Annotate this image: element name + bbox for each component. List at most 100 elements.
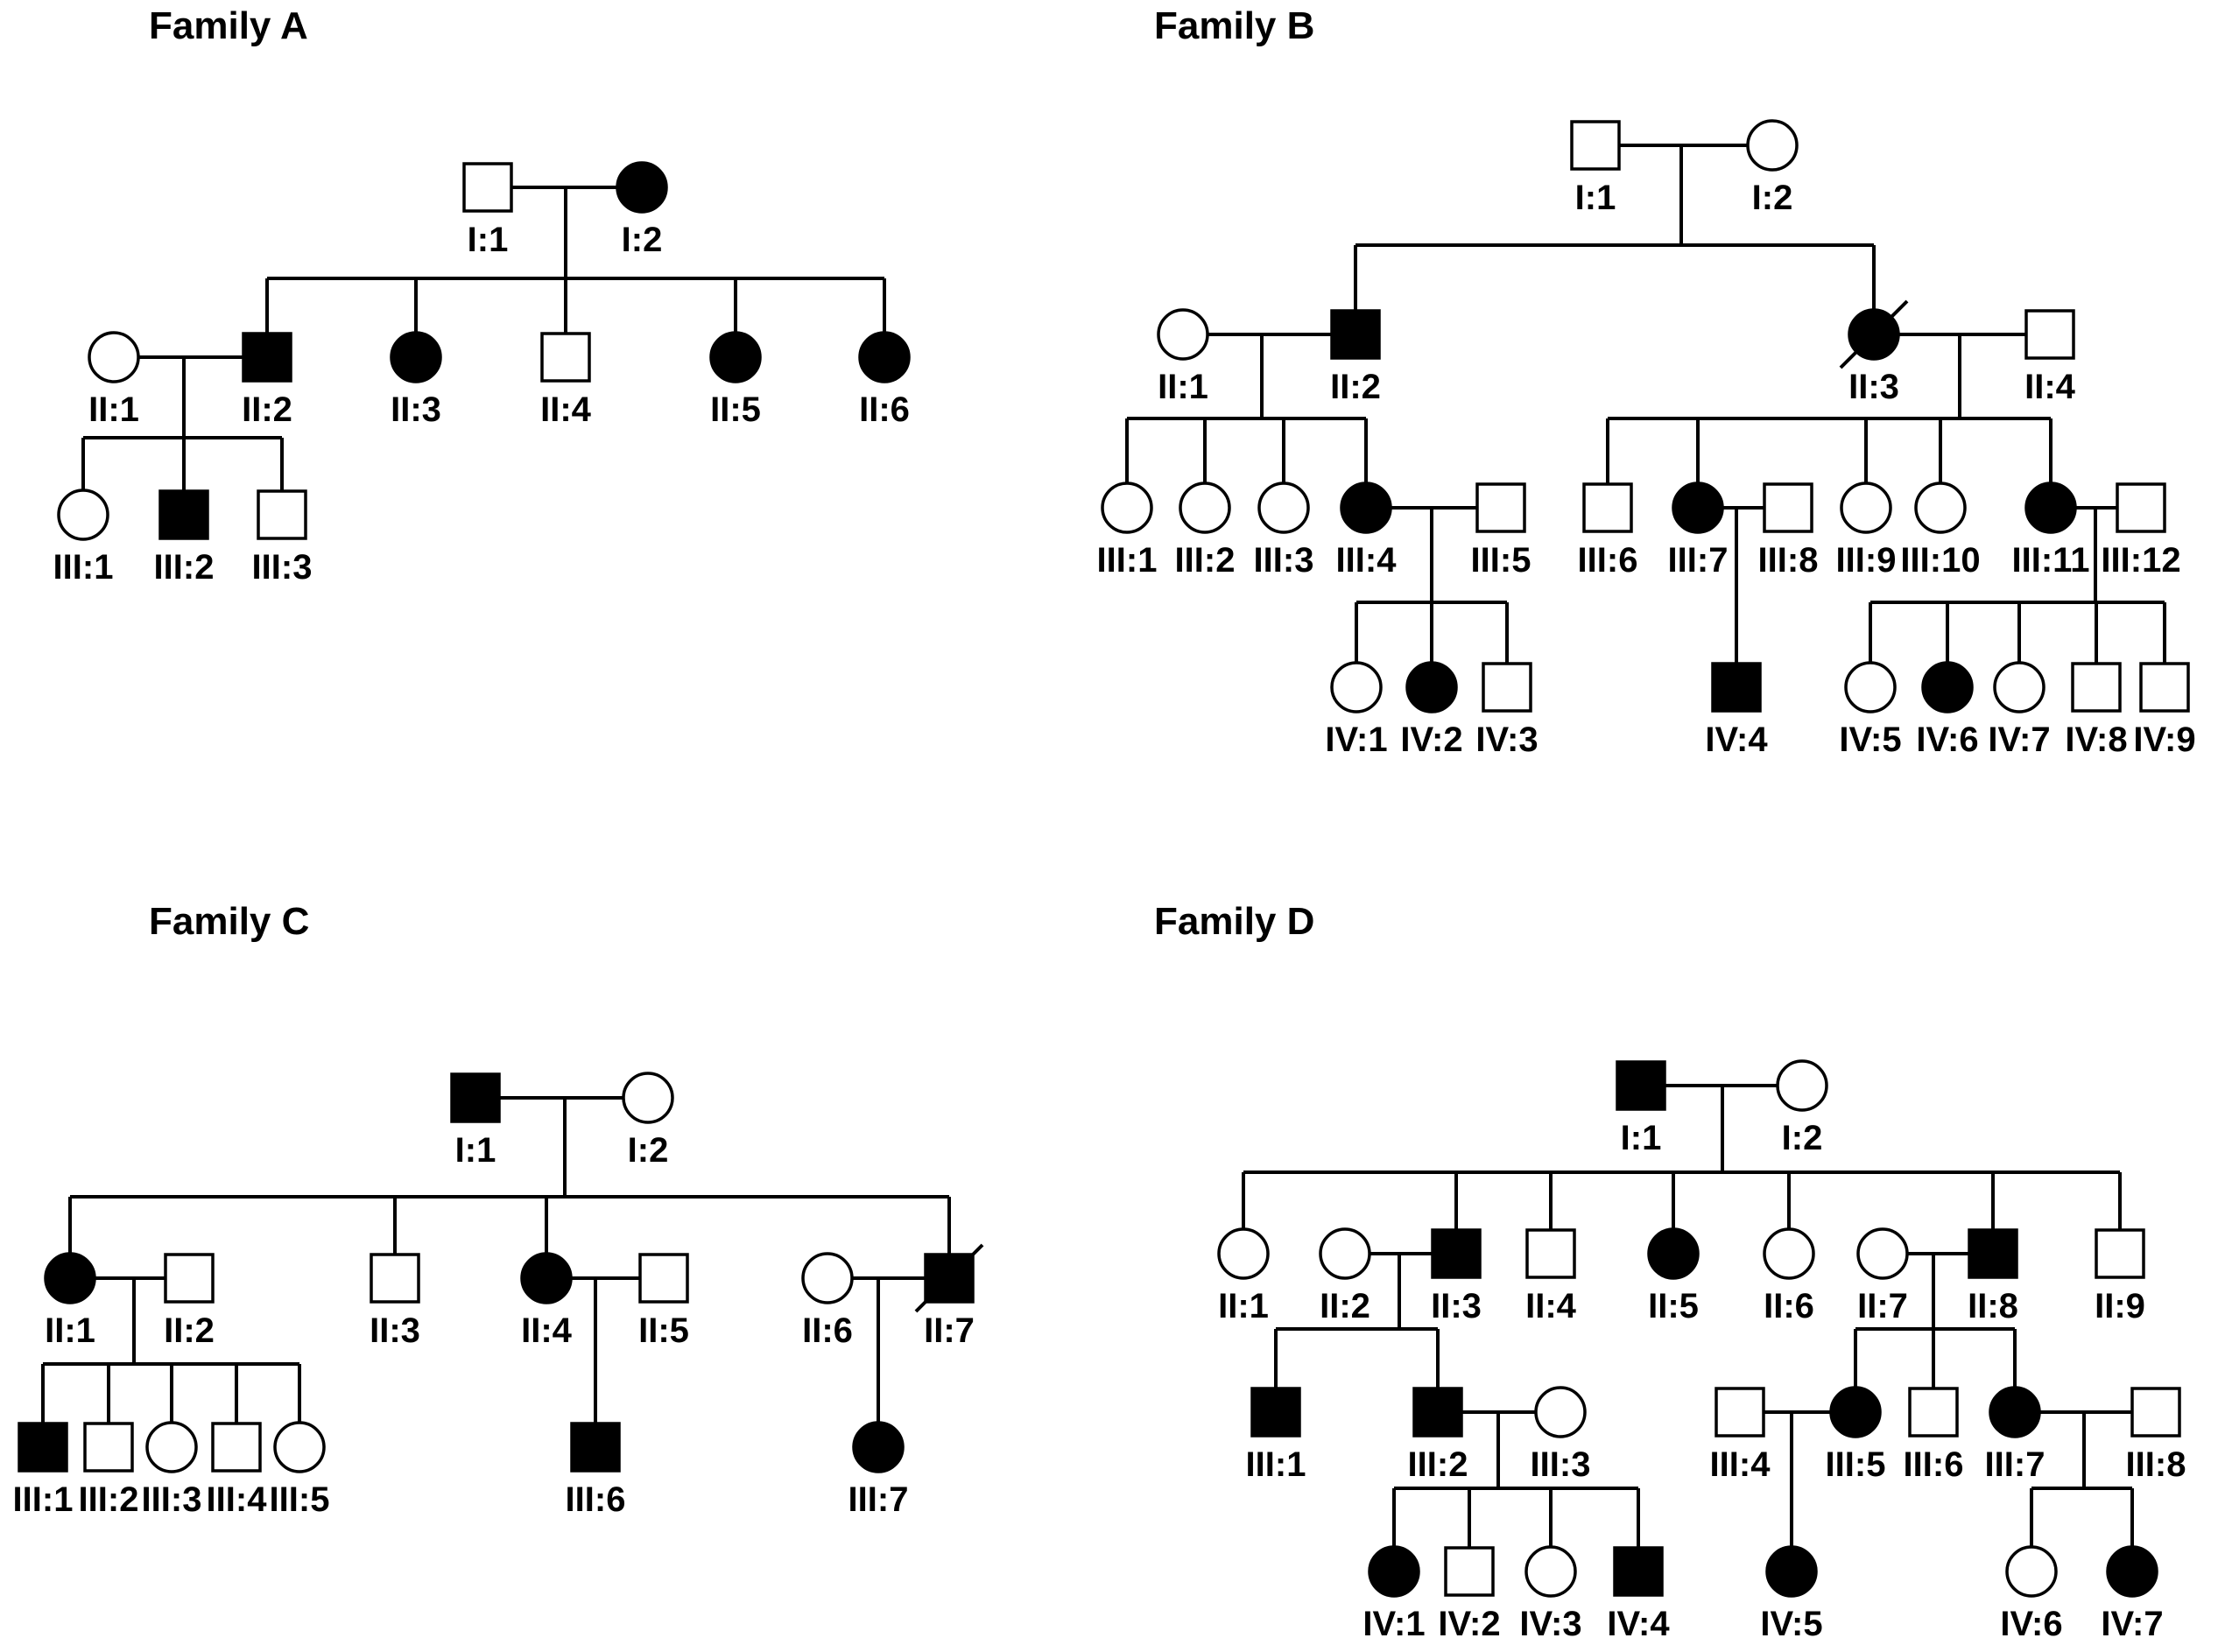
affected-male-square (1711, 662, 1762, 713)
unaffected-female-circle (801, 1252, 854, 1304)
family-d-member-ii-8: II:8 (1968, 1228, 2018, 1325)
member-label: II:1 (45, 1311, 95, 1350)
unaffected-female-circle (1763, 1227, 1815, 1280)
family-b-member-iii-1: III:1 (1097, 482, 1158, 580)
member-label: I:1 (455, 1131, 496, 1170)
family-d-member-ii-4: II:4 (1525, 1228, 1577, 1325)
family-b-member-ii-4: II:4 (2024, 309, 2076, 406)
family-d-member-iii-5: III:5 (1826, 1386, 1886, 1484)
affected-male-square (1431, 1228, 1482, 1279)
unaffected-male-square (2095, 1228, 2145, 1279)
member-label: IV:5 (1760, 1605, 1822, 1643)
family-d-member-iv-7: IV:7 (2101, 1545, 2164, 1643)
affected-female-circle (1672, 482, 1724, 534)
member-label: II:5 (1648, 1287, 1699, 1325)
family-b-title: Family B (1154, 4, 1314, 47)
member-label: III:4 (1710, 1445, 1771, 1484)
family-a-member-ii-5: II:5 (709, 331, 762, 429)
unaffected-female-circle (145, 1421, 198, 1473)
member-label: III:1 (1097, 541, 1158, 580)
family-a-member-iii-3: III:3 (252, 489, 313, 587)
family-c-member-ii-2: II:2 (164, 1253, 215, 1350)
unaffected-female-circle (2005, 1545, 2058, 1598)
member-label: I:2 (628, 1131, 669, 1170)
family-b-member-iv-7: IV:7 (1988, 661, 2051, 759)
family-b-member-iv-1: IV:1 (1325, 661, 1388, 759)
member-label: IV:1 (1362, 1605, 1425, 1643)
member-label: II:4 (2024, 368, 2076, 406)
family-b-member-ii-2: II:2 (1330, 309, 1381, 406)
member-label: I:2 (1752, 179, 1793, 217)
family-a-member-ii-6: II:6 (858, 331, 911, 429)
unaffected-female-circle (1217, 1227, 1270, 1280)
affected-female-circle (1829, 1386, 1882, 1438)
unaffected-male-square (257, 489, 307, 540)
family-d-member-ii-6: II:6 (1763, 1227, 1815, 1325)
member-label: III:7 (1985, 1445, 2045, 1484)
affected-female-circle (520, 1252, 573, 1304)
affected-male-square (158, 489, 209, 540)
family-c-member-ii-3: II:3 (370, 1253, 420, 1350)
unaffected-female-circle (1319, 1227, 1371, 1280)
family-c-member-ii-1: II:1 (44, 1252, 96, 1350)
affected-female-circle (2106, 1545, 2158, 1598)
member-label: II:1 (1218, 1287, 1269, 1325)
member-label: II:7 (1857, 1287, 1908, 1325)
member-label: IV:8 (2065, 721, 2127, 759)
member-label: III:11 (2012, 541, 2090, 580)
unaffected-male-square (1908, 1387, 1959, 1438)
member-label: III:5 (1471, 541, 1531, 580)
family-d-member-iii-8: III:8 (2126, 1387, 2186, 1484)
member-label: III:3 (1254, 541, 1314, 580)
member-label: IV:1 (1325, 721, 1387, 759)
family-c-member-iii-2: III:2 (79, 1422, 138, 1519)
member-label: III:2 (154, 548, 215, 587)
member-label: IV:4 (1607, 1605, 1670, 1643)
member-label: III:7 (848, 1480, 909, 1519)
affected-male-square (1412, 1387, 1463, 1438)
unaffected-male-square (211, 1422, 262, 1473)
family-d-member-i-2: I:2 (1776, 1059, 1828, 1157)
family-d-member-iv-4: IV:4 (1607, 1546, 1670, 1643)
member-label: II:8 (1968, 1287, 2018, 1325)
member-label: I:2 (1782, 1119, 1823, 1157)
unaffected-male-square (540, 332, 591, 383)
member-label: IV:3 (1519, 1605, 1581, 1643)
member-label: III:5 (1826, 1445, 1886, 1484)
family-b-member-iii-11: III:11 (2012, 482, 2090, 580)
family-d-member-iii-2: III:2 (1408, 1387, 1468, 1484)
member-label: III:8 (1758, 541, 1819, 580)
family-d-member-ii-7: II:7 (1856, 1227, 1909, 1325)
unaffected-male-square (1525, 1228, 1576, 1279)
member-label: III:1 (53, 548, 114, 587)
family-a-member-ii-1: II:1 (88, 331, 140, 429)
family-d-member-ii-3: II:3 (1431, 1228, 1482, 1325)
family-c-member-iii-5: III:5 (270, 1421, 329, 1519)
affected-female-circle (1989, 1386, 2041, 1438)
family-b-member-iv-5: IV:5 (1839, 661, 1902, 759)
member-label: III:2 (1175, 541, 1236, 580)
affected-male-square (570, 1422, 621, 1473)
affected-male-square (18, 1422, 68, 1473)
unaffected-male-square (2139, 662, 2190, 713)
family-b-member-iii-12: III:12 (2101, 482, 2181, 580)
family-b-member-iii-6: III:6 (1578, 482, 1637, 580)
member-label: III:6 (1904, 1445, 1964, 1484)
member-label: III:3 (252, 548, 313, 587)
unaffected-female-circle (1776, 1059, 1828, 1112)
member-label: III:10 (1900, 541, 1980, 580)
family-b-member-iii-2: III:2 (1175, 482, 1236, 580)
member-label: II:4 (1525, 1287, 1577, 1325)
affected-female-circle (44, 1252, 96, 1304)
member-label: IV:6 (1916, 721, 1978, 759)
unaffected-male-square (1715, 1387, 1765, 1438)
family-b-member-iii-3: III:3 (1254, 482, 1314, 580)
member-label: I:1 (1621, 1119, 1662, 1157)
unaffected-female-circle (1840, 482, 1892, 534)
family-b-member-iv-4: IV:4 (1705, 662, 1768, 759)
member-label: I:2 (622, 221, 663, 259)
family-b-member-i-2: I:2 (1746, 119, 1799, 217)
member-label: III:6 (566, 1480, 626, 1519)
member-label: I:1 (468, 221, 509, 259)
